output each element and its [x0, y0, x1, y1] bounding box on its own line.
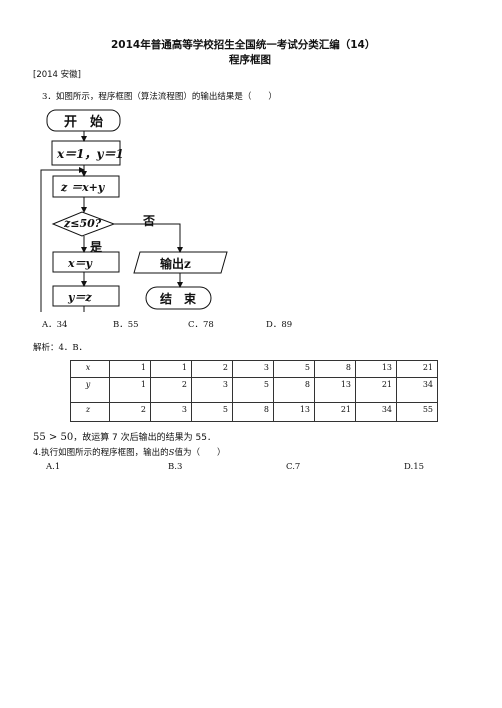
flow-init-label: x＝1，y＝1 — [57, 147, 124, 161]
q3-option-d: D．89 — [266, 320, 293, 330]
table-cell: 2 — [191, 360, 233, 378]
flow-decision-label: z≤50? — [64, 217, 102, 230]
flow-step-x-label: x＝y — [68, 257, 92, 270]
q4-tail: 值为（ ） — [174, 448, 226, 458]
flow-step-y-label: y＝z — [68, 291, 92, 304]
flow-start-label: 开 始 — [64, 115, 104, 130]
table-cell: 5 — [191, 402, 233, 422]
solution-label: 解析：4．B． — [33, 343, 88, 353]
q4-option-d: D.15 — [404, 462, 425, 472]
table-row-head: y — [70, 377, 110, 403]
doc-title: 2014年普通高等学校招生全国统一考试分类汇编（14） — [111, 39, 376, 51]
flow-yes-label: 是 — [90, 240, 103, 254]
flow-output-box — [133, 251, 228, 274]
table-cell: 1 — [109, 360, 151, 378]
table-row-head: z — [70, 402, 110, 422]
table-cell: 3 — [150, 402, 192, 422]
table-row-head: x — [70, 360, 110, 378]
doc-subtitle: 程序框图 — [229, 54, 271, 66]
table-row: y 1 2 3 5 8 13 21 34 — [70, 377, 438, 403]
table-cell: 5 — [232, 377, 274, 403]
q3-option-a: A．34 — [42, 320, 68, 330]
question-3-text: 3．如图所示，程序框图（算法流程图）的输出结果是（ ） — [42, 92, 277, 102]
table-cell: 8 — [273, 377, 315, 403]
table-cell: 34 — [355, 402, 397, 422]
q4-text: 4.执行如图所示的程序框图，输出的 — [33, 448, 169, 458]
table-cell: 34 — [396, 377, 438, 403]
table-cell: 1 — [109, 377, 151, 403]
q3-option-b: B．55 — [113, 320, 139, 330]
table-cell: 13 — [314, 377, 356, 403]
table-cell: 5 — [273, 360, 315, 378]
table-cell: 8 — [314, 360, 356, 378]
table-cell: 13 — [273, 402, 315, 422]
q4-var: S — [168, 448, 175, 458]
table-cell: 1 — [150, 360, 192, 378]
q3-option-c: C．78 — [188, 320, 214, 330]
table-cell: 21 — [396, 360, 438, 378]
q4-option-a: A.1 — [46, 462, 61, 472]
table-cell: 3 — [232, 360, 274, 378]
q4-option-b: B.3 — [168, 462, 183, 472]
flow-end-label: 结 束 — [160, 292, 197, 306]
source-tag: [2014 安徽] — [33, 70, 81, 80]
table-row: x 1 1 2 3 5 8 13 21 — [70, 360, 438, 378]
q4-option-c: C.7 — [286, 462, 301, 472]
flow-output-label: 输出z — [160, 257, 191, 271]
table-cell: 55 — [396, 402, 438, 422]
table-cell: 2 — [150, 377, 192, 403]
conclusion-line: 55 > 50，故运算 7 次后输出的结果为 55． — [33, 430, 216, 443]
conclusion-math: 55 > 50 — [33, 432, 74, 443]
table-cell: 13 — [355, 360, 397, 378]
table-cell: 8 — [232, 402, 274, 422]
question-4-text: 4.执行如图所示的程序框图，输出的S值为（ ） — [33, 446, 225, 458]
conclusion-text: ，故运算 7 次后输出的结果为 55． — [73, 433, 216, 443]
table-cell: 21 — [355, 377, 397, 403]
table-cell: 21 — [314, 402, 356, 422]
table-row: z 2 3 5 8 13 21 34 55 — [70, 402, 438, 422]
table-cell: 3 — [191, 377, 233, 403]
table-cell: 2 — [109, 402, 151, 422]
flow-no-label: 否 — [143, 214, 156, 228]
solution-table: x 1 1 2 3 5 8 13 21 y 1 2 3 5 8 13 21 34… — [70, 360, 438, 422]
flow-step-z-label: z ＝x+y — [61, 181, 105, 194]
